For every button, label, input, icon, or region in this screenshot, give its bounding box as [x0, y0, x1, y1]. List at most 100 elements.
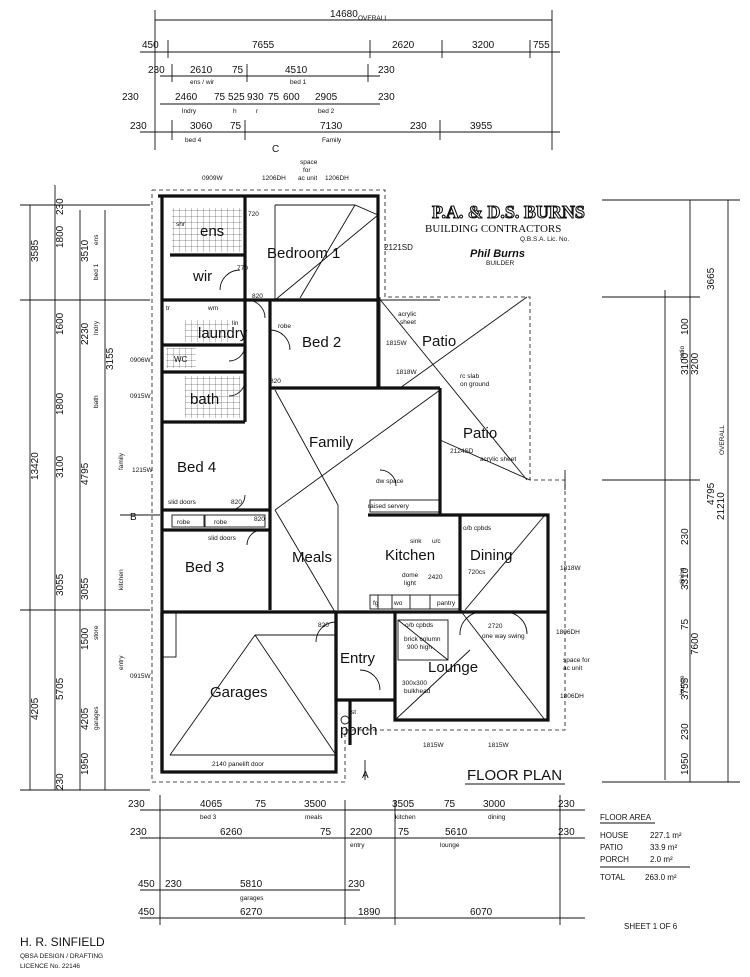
svg-text:robe: robe — [214, 519, 227, 526]
svg-text:1806DH: 1806DH — [556, 629, 580, 636]
laundry-tiles — [185, 320, 230, 342]
room-kitchen: Kitchen — [385, 547, 435, 564]
area-label-total: TOTAL — [600, 873, 626, 882]
svg-text:75: 75 — [320, 827, 332, 838]
svg-text:3755: 3755 — [680, 677, 691, 700]
svg-text:100: 100 — [680, 318, 691, 335]
dim-r4-sub-1: bed 4 — [185, 137, 202, 144]
dim-r2-5: 230 — [378, 65, 395, 76]
svg-text:3155: 3155 — [105, 347, 116, 370]
svg-text:75: 75 — [398, 827, 410, 838]
plan-title: FLOOR PLAN — [467, 767, 562, 784]
svg-text:3510: 3510 — [80, 239, 91, 262]
dim-r4-5: 230 — [410, 121, 427, 132]
room-porch: porch — [340, 722, 378, 739]
svg-text:bath: bath — [93, 395, 100, 408]
svg-text:2720: 2720 — [488, 623, 503, 630]
svg-text:7600: 7600 — [690, 632, 701, 655]
svg-text:3100: 3100 — [680, 352, 691, 375]
svg-text:1950: 1950 — [80, 752, 91, 775]
room-ens: ens — [200, 223, 224, 240]
svg-text:230: 230 — [55, 198, 66, 215]
svg-text:tr: tr — [166, 305, 171, 312]
dim-r3-1: 230 — [122, 92, 139, 103]
svg-text:1206DH: 1206DH — [325, 175, 349, 182]
right-dimensions: 3665 4795 21210 OVERALL 100 3100 3200 23… — [602, 199, 740, 783]
svg-text:entry: entry — [118, 655, 125, 670]
dim-r3-5: 930 — [247, 92, 264, 103]
svg-text:meals: meals — [305, 814, 323, 821]
bath-tiles — [185, 376, 240, 418]
door-swings — [219, 269, 528, 691]
dim-r4-3: 75 — [230, 121, 242, 132]
svg-text:820: 820 — [231, 499, 242, 506]
svg-text:770: 770 — [237, 265, 248, 272]
svg-text:5705: 5705 — [55, 677, 66, 700]
svg-text:3310: 3310 — [680, 567, 691, 590]
area-label-house: HOUSE — [600, 831, 628, 840]
overall-label: OVERALL — [358, 15, 388, 22]
wc-tiles — [166, 348, 196, 368]
room-bath: bath — [190, 391, 219, 408]
room-dining: Dining — [470, 547, 513, 564]
right-outer-1: 3665 — [706, 267, 717, 290]
svg-text:patio: patio — [679, 346, 686, 360]
svg-text:820: 820 — [270, 378, 281, 385]
dim-r3-sub-1: lndry — [182, 108, 197, 115]
svg-text:0915W: 0915W — [130, 673, 151, 680]
plan-notes: space for ac unit 0909W 1206DH 1206DH 21… — [130, 159, 591, 781]
svg-text:75: 75 — [255, 799, 267, 810]
bottom-dimensions: 230 4065 75 3500 3505 75 3000 230 bed 3 … — [128, 795, 585, 925]
roof-hip-lines — [169, 204, 546, 756]
svg-text:family: family — [118, 452, 125, 470]
dim-r3-8: 2905 — [315, 92, 338, 103]
left-outer-3: 4205 — [30, 697, 41, 720]
svg-text:robe: robe — [177, 519, 190, 526]
svg-text:one way swing: one way swing — [482, 633, 525, 640]
area-label-patio: PATIO — [600, 843, 623, 852]
room-garages: Garages — [210, 684, 268, 701]
room-lounge: Lounge — [428, 659, 478, 676]
svg-text:dome: dome — [402, 572, 419, 579]
svg-text:450: 450 — [138, 907, 155, 918]
svg-text:raised servery: raised servery — [368, 503, 410, 510]
svg-text:on ground: on ground — [460, 381, 490, 388]
area-value-patio: 33.9 m² — [650, 843, 677, 852]
left-outer-2: 13420 — [30, 452, 41, 480]
svg-text:4205: 4205 — [80, 707, 91, 730]
svg-text:6070: 6070 — [470, 907, 493, 918]
svg-text:1800: 1800 — [55, 225, 66, 248]
svg-text:1815W: 1815W — [488, 742, 509, 749]
section-mark-c: C — [272, 144, 279, 155]
section-mark-a: A — [362, 770, 369, 781]
dim-r3-7: 600 — [283, 92, 300, 103]
room-patio-2: Patio — [463, 425, 497, 442]
svg-text:o/b cpbds: o/b cpbds — [463, 525, 492, 532]
svg-text:2420: 2420 — [428, 574, 443, 581]
svg-text:light: light — [404, 580, 416, 587]
svg-text:4795: 4795 — [80, 462, 91, 485]
area-value-porch: 2.0 m² — [650, 855, 673, 864]
svg-text:4065: 4065 — [200, 799, 223, 810]
svg-text:3100: 3100 — [55, 455, 66, 478]
dim-r3-3: 75 — [214, 92, 226, 103]
svg-text:2140 panelift door: 2140 panelift door — [212, 761, 265, 768]
svg-text:fg: fg — [373, 600, 379, 607]
dim-r3-sub-4: bed 2 — [318, 108, 335, 115]
svg-text:ac unit: ac unit — [563, 665, 582, 672]
area-value-house: 227.1 m² — [650, 831, 682, 840]
svg-text:1206DH: 1206DH — [262, 175, 286, 182]
svg-text:0906W: 0906W — [130, 357, 151, 364]
svg-text:bulkhead: bulkhead — [404, 688, 431, 695]
svg-text:lin: lin — [232, 320, 239, 327]
dim-r3-sub-3: r — [256, 108, 259, 115]
svg-text:2121SD: 2121SD — [384, 243, 413, 252]
room-laundry: laundry — [198, 325, 248, 342]
svg-text:5610: 5610 — [445, 827, 468, 838]
svg-text:garages: garages — [240, 895, 264, 902]
floor-area-heading: FLOOR AREA — [600, 813, 652, 822]
svg-text:acrylic: acrylic — [398, 311, 417, 318]
drafter-line-3: LICENCE No. 22146 — [20, 963, 80, 970]
svg-text:robe: robe — [278, 323, 291, 330]
